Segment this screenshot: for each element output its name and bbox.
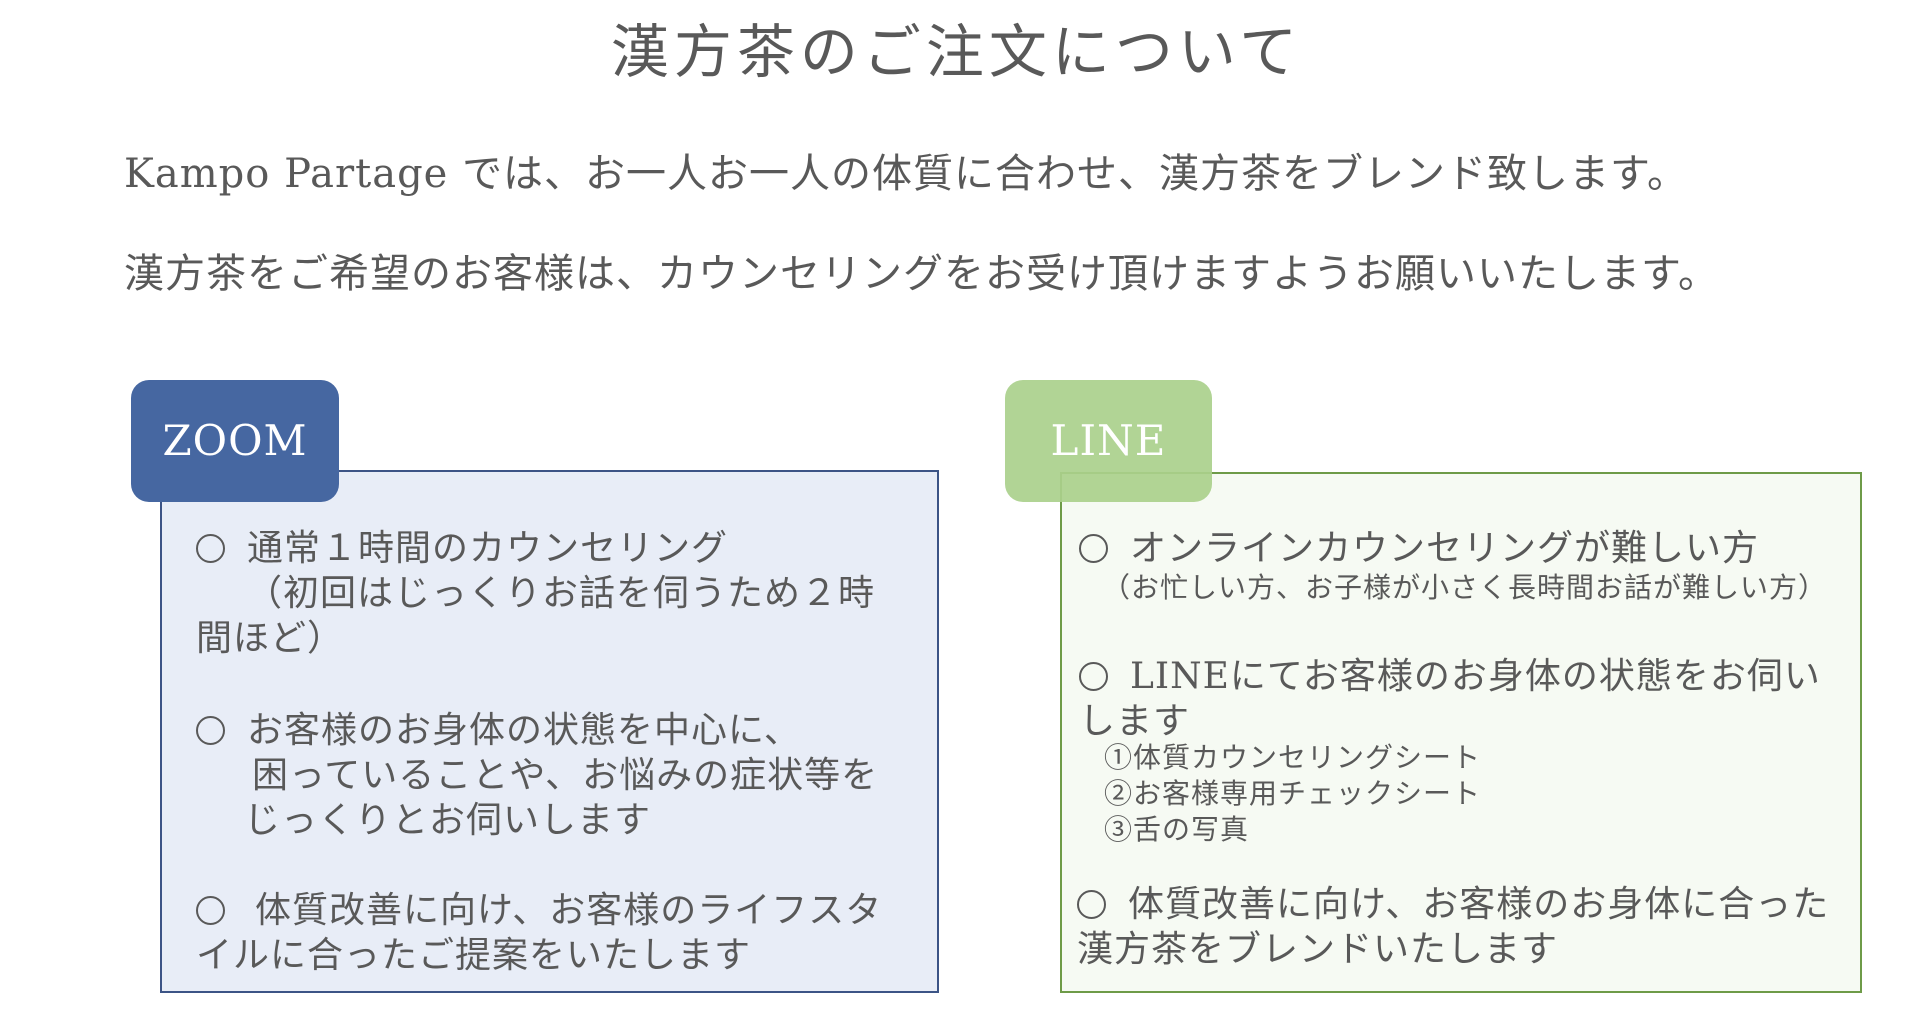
intro-text-2: 漢方茶をご希望のお客様は、カウンセリングをお受け頂けますようお願いいたします。 <box>124 251 1719 297</box>
line-tab: LINE <box>1005 380 1212 502</box>
zoom-item-2-line-1: お客様のお身体の状態を中心に、 <box>247 710 801 751</box>
circle-bullet-icon <box>1077 890 1106 919</box>
zoom-item-3-line-2: イルに合ったご提案をいたします <box>196 935 752 976</box>
line-item-1: オンラインカウンセリングが難しい方 <box>1079 526 1759 571</box>
circle-bullet-icon <box>1079 662 1108 691</box>
line-item-3-line-1: 体質改善に向け、お客様のお身体に合った <box>1128 884 1830 925</box>
zoom-item-1-line-3: 間ほど） <box>196 618 345 659</box>
circle-bullet-icon <box>196 534 225 563</box>
circle-bullet-icon <box>196 896 225 925</box>
line-item-1-note: （お忙しい方、お子様が小さく長時間お話が難しい方） <box>1102 571 1828 604</box>
line-item-3: 体質改善に向け、お客様のお身体に合った 漢方茶をブレンドいたします <box>1077 882 1829 972</box>
page-title: 漢方茶のご注文について <box>610 18 1303 86</box>
line-item-2-line-2: します <box>1079 701 1191 742</box>
line-item-2-line-1: LINEにてお客様のお身体の状態をお伺い <box>1130 656 1821 697</box>
circle-bullet-icon <box>196 716 225 745</box>
zoom-item-3: 体質改善に向け、お客様のライフスタ イルに合ったご提案をいたします <box>196 888 882 978</box>
zoom-item-2-line-3: じっくりとお伺いします <box>244 800 652 841</box>
intro-text-1: Kampo Partage では、お一人お一人の体質に合わせ、漢方茶をブレンド致… <box>124 151 1689 197</box>
zoom-tab: ZOOM <box>131 380 339 502</box>
line-sub-item-1: ①体質カウンセリングシート <box>1104 741 1482 774</box>
zoom-item-1: 通常１時間のカウンセリング （初回はじっくりお話を伺うため２時 間ほど） <box>196 526 875 661</box>
line-item-2-sub-list: ①体質カウンセリングシート ②お客様専用チェックシート ③舌の写真 <box>1104 740 1481 848</box>
line-item-1-line-1: オンラインカウンセリングが難しい方 <box>1130 528 1760 569</box>
circle-bullet-icon <box>1079 534 1108 563</box>
line-sub-item-2: ②お客様専用チェックシート <box>1104 777 1482 810</box>
zoom-item-3-line-1: 体質改善に向け、お客様のライフスタ <box>255 890 883 931</box>
line-panel <box>1060 472 1862 993</box>
zoom-item-2: お客様のお身体の状態を中心に、 困っていることや、お悩みの症状等を じっくりとお… <box>196 708 878 843</box>
zoom-panel <box>160 470 939 993</box>
zoom-item-1-line-2: （初回はじっくりお話を伺うため２時 <box>246 573 876 614</box>
line-item-3-line-2: 漢方茶をブレンドいたします <box>1077 929 1559 970</box>
line-sub-item-3: ③舌の写真 <box>1104 813 1250 846</box>
line-item-2: LINEにてお客様のお身体の状態をお伺い します <box>1079 654 1821 744</box>
zoom-item-1-line-1: 通常１時間のカウンセリング <box>247 528 729 569</box>
zoom-item-2-line-2: 困っていることや、お悩みの症状等を <box>252 755 879 796</box>
